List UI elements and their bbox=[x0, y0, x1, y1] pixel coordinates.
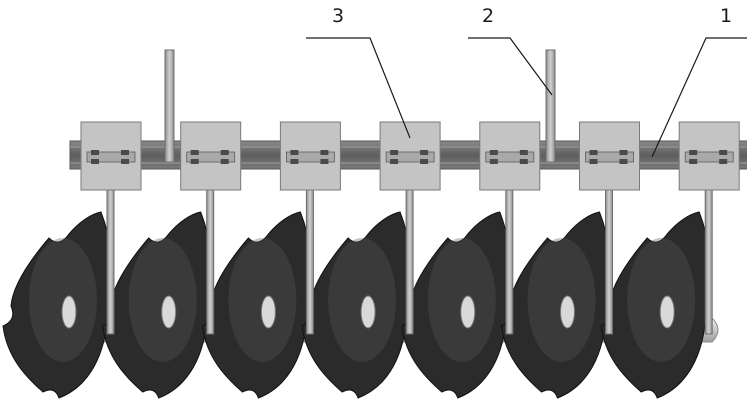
mounting-brackets bbox=[80, 121, 740, 191]
bolt-nut bbox=[519, 159, 528, 164]
bolt-nut bbox=[91, 159, 99, 164]
bolt-nut bbox=[190, 159, 199, 164]
leader-line-1 bbox=[651, 37, 747, 158]
shank bbox=[605, 165, 613, 335]
bolt-head bbox=[519, 150, 528, 155]
disc-hub bbox=[360, 295, 376, 329]
bolt-head bbox=[489, 150, 498, 155]
bolt-nut bbox=[489, 159, 498, 164]
shank bbox=[704, 165, 713, 335]
callout-label-2: 2 bbox=[482, 5, 494, 27]
bolt-head bbox=[91, 150, 99, 155]
disc-sheen bbox=[328, 238, 397, 362]
bolt-head bbox=[320, 150, 329, 155]
disc-sheen bbox=[627, 238, 696, 362]
leader-line-3 bbox=[306, 37, 411, 139]
bolt-nut bbox=[320, 159, 329, 164]
bracket-clamp bbox=[285, 151, 335, 163]
callout-label-3: 3 bbox=[332, 5, 344, 27]
bolt-nut bbox=[220, 159, 229, 164]
bracket-clamp bbox=[585, 151, 634, 163]
bolt-nut bbox=[719, 159, 728, 164]
disc-hub bbox=[61, 295, 77, 329]
bolt-nut bbox=[121, 159, 129, 164]
bracket-clamp bbox=[385, 151, 435, 163]
bolt-head bbox=[719, 150, 728, 155]
callout-label-1: 1 bbox=[720, 5, 732, 27]
disc-hub bbox=[161, 295, 177, 329]
disc-sheen bbox=[228, 238, 297, 362]
bolt-head bbox=[220, 150, 229, 155]
shank bbox=[405, 165, 414, 335]
bolt-nut bbox=[689, 159, 698, 164]
disc-blade bbox=[600, 211, 711, 399]
bracket-clamp bbox=[86, 151, 136, 163]
disc-hub bbox=[560, 295, 575, 329]
callout-leaders bbox=[306, 37, 747, 158]
shank bbox=[305, 165, 314, 335]
disc-sheen bbox=[29, 238, 97, 362]
shank bbox=[505, 165, 514, 335]
bolt-nut bbox=[420, 159, 429, 164]
disc-sheen bbox=[527, 238, 596, 362]
bolt-head bbox=[290, 150, 299, 155]
disc-sheen bbox=[128, 238, 197, 362]
vertical-posts bbox=[164, 49, 556, 163]
bracket-clamp bbox=[186, 151, 236, 163]
bolt-head bbox=[689, 150, 698, 155]
bracket-clamp bbox=[684, 151, 734, 163]
vertical-post-right bbox=[545, 49, 556, 163]
disc-hub bbox=[460, 295, 476, 329]
bolt-head bbox=[420, 150, 429, 155]
vertical-post-left bbox=[164, 49, 175, 163]
disc-hub bbox=[260, 295, 276, 329]
bolt-nut bbox=[619, 159, 628, 164]
bolt-head bbox=[121, 150, 129, 155]
bolt-head bbox=[619, 150, 628, 155]
disc-sheen bbox=[427, 238, 496, 362]
bolt-head bbox=[190, 150, 199, 155]
shank bbox=[206, 165, 215, 335]
bolt-head bbox=[589, 150, 598, 155]
bolt-nut bbox=[589, 159, 598, 164]
disc-hub bbox=[659, 295, 675, 329]
shank bbox=[106, 165, 115, 335]
bolt-nut bbox=[390, 159, 399, 164]
bracket-clamp bbox=[485, 151, 535, 163]
disc-blades bbox=[2, 211, 711, 399]
leader-line-2 bbox=[468, 37, 553, 96]
bolt-head bbox=[390, 150, 399, 155]
bolt-nut bbox=[290, 159, 299, 164]
